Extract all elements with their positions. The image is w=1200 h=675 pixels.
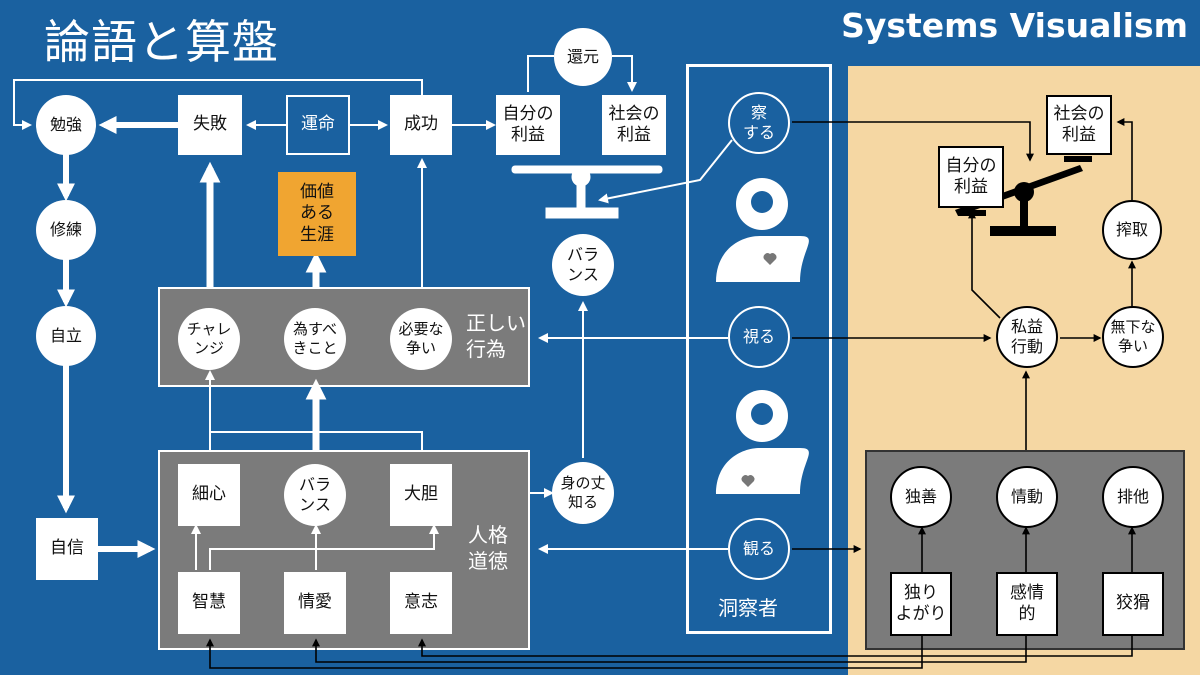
node-shakai-rieki-right: 社会の 利益	[1046, 95, 1112, 155]
label-tadashii-koi: 正しい 行為	[466, 311, 526, 361]
person-brain-heart-icon	[716, 390, 809, 494]
node-sassuru: 察 する	[728, 92, 790, 154]
node-shieki-kodo: 私益 行動	[996, 306, 1058, 368]
node-hitsuyo-arasoi: 必要な 争い	[390, 308, 452, 370]
node-saishin: 細心	[178, 464, 240, 526]
node-kokatsu: 狡猾	[1102, 572, 1164, 636]
node-kanjoteki: 感情 的	[996, 572, 1058, 636]
node-jishin: 自信	[36, 518, 98, 580]
node-sakushu: 搾取	[1102, 200, 1162, 260]
balance-scale-icon	[511, 165, 663, 219]
node-kachi-aru-shogai: 価値 ある 生涯	[278, 172, 356, 256]
right-action-box	[158, 287, 530, 387]
node-nasubeki: 為すべ きこと	[284, 308, 346, 370]
node-unmei: 運命	[286, 95, 350, 155]
node-haita: 排他	[1102, 466, 1164, 528]
node-dokuzen: 独善	[890, 466, 952, 528]
node-jibun-rieki: 自分の 利益	[496, 95, 560, 155]
node-shakai-rieki: 社会の 利益	[602, 95, 666, 155]
page-title: 論語と算盤	[44, 15, 279, 69]
node-challenge: チャレ ンジ	[178, 308, 240, 370]
node-miru-kan: 観る	[728, 518, 790, 580]
node-benkyo: 勉強	[36, 95, 96, 155]
brand-name: Systems Visualism	[841, 6, 1188, 45]
node-daitan: 大胆	[390, 464, 452, 526]
node-ishi: 意志	[390, 572, 452, 634]
observer-box	[686, 64, 832, 634]
node-jiritsu: 自立	[36, 306, 96, 366]
node-jodo: 情動	[996, 466, 1058, 528]
node-chie: 智慧	[178, 572, 240, 634]
node-seiko: 成功	[390, 95, 452, 155]
brand-logo: Systems Visualism	[841, 6, 1188, 45]
person-brain-heart-icon	[716, 178, 809, 282]
node-miru: 視る	[728, 306, 790, 368]
node-shuren: 修練	[36, 200, 96, 260]
node-mi-no-take: 身の丈 知る	[552, 462, 614, 524]
node-shippai: 失敗	[178, 95, 242, 155]
node-balance-mid: バラ ンス	[284, 464, 346, 526]
node-joai: 情愛	[284, 572, 346, 634]
label-dosatsusha: 洞察者	[718, 596, 778, 620]
node-muge-arasoi: 無下な 争い	[1102, 306, 1164, 368]
node-hitoriyogari: 独り よがり	[890, 572, 952, 636]
node-balance-top: バラ ンス	[552, 234, 614, 296]
node-jibun-rieki-right: 自分の 利益	[938, 146, 1004, 208]
label-jinkaku-dotoku: 人格 道徳	[468, 523, 508, 573]
node-kangen: 還元	[554, 28, 612, 86]
